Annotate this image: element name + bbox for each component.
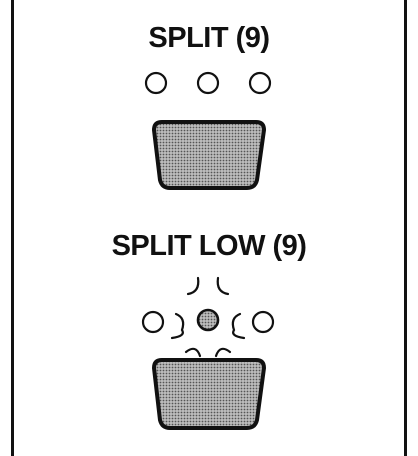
split-led-3-icon: [248, 71, 272, 95]
split-low-led-2-icon: [196, 308, 220, 332]
frame-left-border: [11, 0, 14, 456]
blink-rays-icon: [170, 276, 246, 358]
split-low-led-3-icon: [251, 310, 275, 334]
split-low-title: SPLIT LOW (9): [111, 230, 307, 262]
split-low-led-1-icon: [141, 310, 165, 334]
frame-right-border: [404, 0, 407, 456]
split-title: SPLIT (9): [148, 22, 270, 54]
split-led-1-icon: [144, 71, 168, 95]
split-led-2-icon: [196, 71, 220, 95]
split-low-key-button[interactable]: [151, 358, 267, 430]
split-key-button[interactable]: [151, 120, 267, 190]
